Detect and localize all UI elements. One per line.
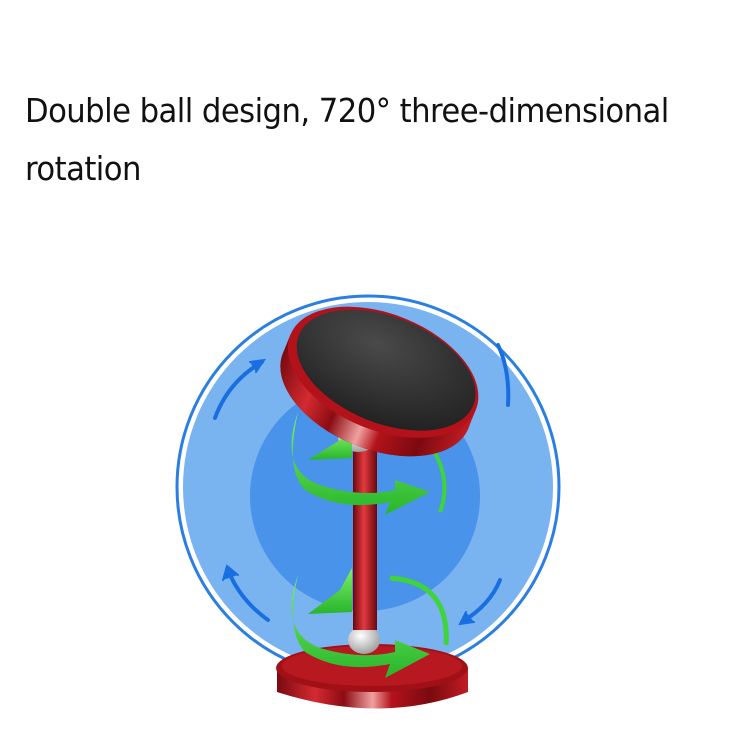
swivel-arrow-icon — [291, 412, 447, 515]
headline: Double ball design, 720° three-dimension… — [25, 82, 695, 198]
holder-pole — [353, 445, 377, 630]
holder-base — [276, 644, 468, 709]
headline-line-2: rotation — [25, 149, 141, 188]
magnetic-pad — [280, 306, 479, 457]
lower-ball-joint — [348, 626, 380, 654]
swivel-arrow-icon — [291, 568, 449, 678]
rotation-arrow-icon — [213, 343, 511, 626]
headline-line-1: Double ball design, 720° three-dimension… — [25, 91, 669, 130]
